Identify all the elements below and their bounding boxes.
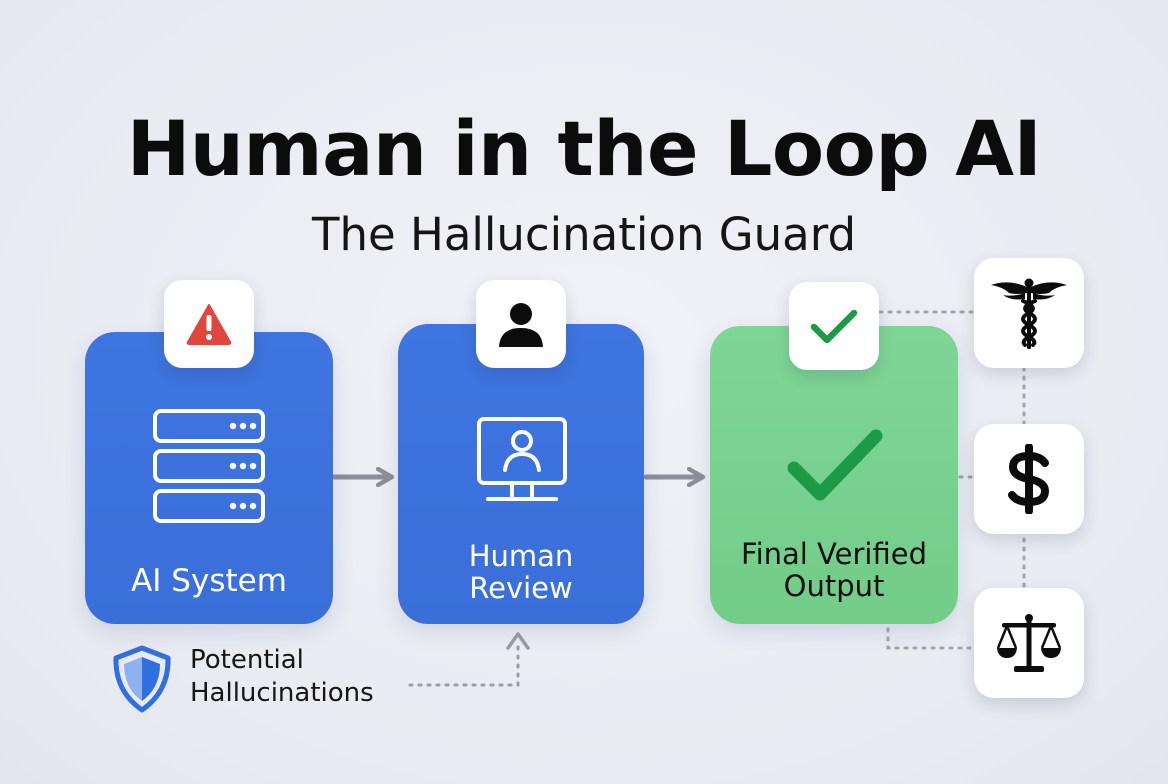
stage-label-final-verified-output: Final Verified Output	[741, 537, 927, 604]
stage-label-human-review: Human Review	[468, 539, 574, 606]
stage-human-review: Human Review	[398, 324, 644, 624]
dotted-feedback-arrowhead	[506, 632, 530, 650]
dotted-link-scales	[886, 618, 974, 650]
dollar-icon	[1008, 444, 1050, 514]
person-badge	[476, 280, 566, 368]
domain-legal-tile	[974, 588, 1084, 698]
check-badge	[789, 282, 879, 370]
warning-icon	[186, 304, 232, 345]
checkmark-icon	[810, 309, 858, 344]
monitor-user-icon	[477, 417, 567, 501]
scales-icon	[996, 614, 1062, 672]
server-icon	[153, 409, 265, 523]
stage-final-verified-output: Final Verified Output	[710, 326, 958, 624]
warning-badge	[164, 280, 254, 368]
diagram-subtitle: The Hallucination Guard	[311, 208, 857, 261]
caduceus-icon	[991, 278, 1067, 349]
shield-icon	[113, 645, 171, 713]
stage-label-ai-system: AI System	[131, 563, 287, 599]
checkmark-icon	[787, 429, 883, 501]
domain-finance-tile	[974, 424, 1084, 534]
domain-medical-tile	[974, 258, 1084, 368]
person-icon	[499, 303, 543, 347]
potential-hallucinations-note: Potential Hallucinations	[190, 645, 374, 708]
stage-ai-system: AI System	[85, 332, 333, 624]
dotted-feedback-line	[408, 643, 520, 687]
diagram-title: Human in the Loop AI	[126, 104, 1042, 193]
